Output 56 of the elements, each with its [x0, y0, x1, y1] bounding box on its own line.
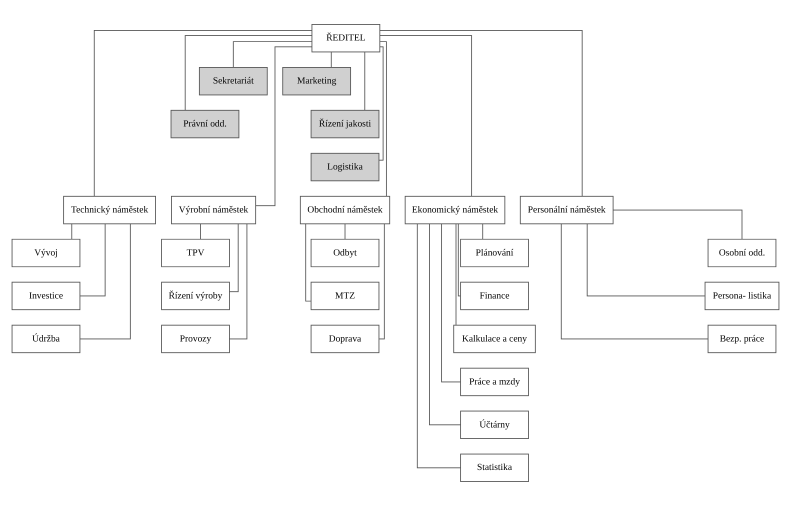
node-box: Provozy: [161, 324, 230, 353]
node-box: Údržba: [12, 324, 80, 353]
connector: [344, 222, 346, 240]
node-box: Práce a mzdy: [460, 367, 529, 396]
node-box: Personální náměstek: [520, 195, 614, 224]
node-box: Právní odd.: [170, 109, 240, 138]
connector: [379, 34, 472, 196]
node-box: Ekonomický náměstek: [404, 195, 506, 224]
connector: [80, 222, 131, 339]
connector: [71, 222, 72, 240]
node-box: Obchodní náměstek: [300, 195, 390, 224]
connector: [416, 222, 461, 468]
connector: [380, 40, 387, 196]
node-box: Vývoj: [12, 238, 80, 267]
connector: [380, 30, 583, 196]
node-box: Finance: [460, 281, 529, 310]
node-box: Investice: [12, 281, 80, 310]
connector: [232, 40, 312, 68]
node-box: Odbyt: [310, 238, 380, 267]
node-box: Kalkulace a ceny: [453, 324, 536, 353]
node-box: Řízení jakosti: [310, 109, 380, 138]
node-box: Technický náměstek: [63, 195, 156, 224]
node-box: Persona- listika: [704, 281, 780, 310]
node-box: ŘEDITEL: [312, 24, 380, 52]
connector: [229, 222, 239, 292]
connector: [378, 222, 385, 339]
connector: [94, 30, 312, 196]
node-box: Řízení výroby: [161, 281, 230, 310]
connector: [612, 209, 742, 240]
node-box: Doprava: [310, 324, 380, 353]
connector: [229, 222, 248, 339]
connector: [305, 222, 312, 302]
node-box: Osobní odd.: [708, 238, 776, 267]
connector: [200, 222, 201, 240]
node-box: Sekretariát: [198, 66, 268, 95]
connector: [364, 51, 366, 110]
connector: [330, 51, 332, 68]
connector: [80, 222, 106, 296]
node-box: MTZ: [310, 281, 380, 310]
connector: [184, 34, 312, 110]
node-box: Plánování: [460, 238, 529, 267]
node-box: Marketing: [282, 66, 352, 95]
node-box: Logistika: [310, 152, 380, 181]
connector: [560, 222, 708, 339]
connector: [441, 222, 461, 382]
connector: [482, 222, 484, 240]
connector: [255, 46, 312, 206]
node-box: Statistika: [460, 453, 529, 482]
connector: [378, 46, 384, 160]
connector: [586, 222, 706, 296]
node-box: Účtárny: [460, 410, 529, 439]
connector: [429, 222, 461, 425]
connector: [458, 222, 461, 296]
node-box: Bezp. práce: [708, 324, 776, 353]
node-box: TPV: [161, 238, 230, 267]
node-box: Výrobní náměstek: [171, 195, 256, 224]
